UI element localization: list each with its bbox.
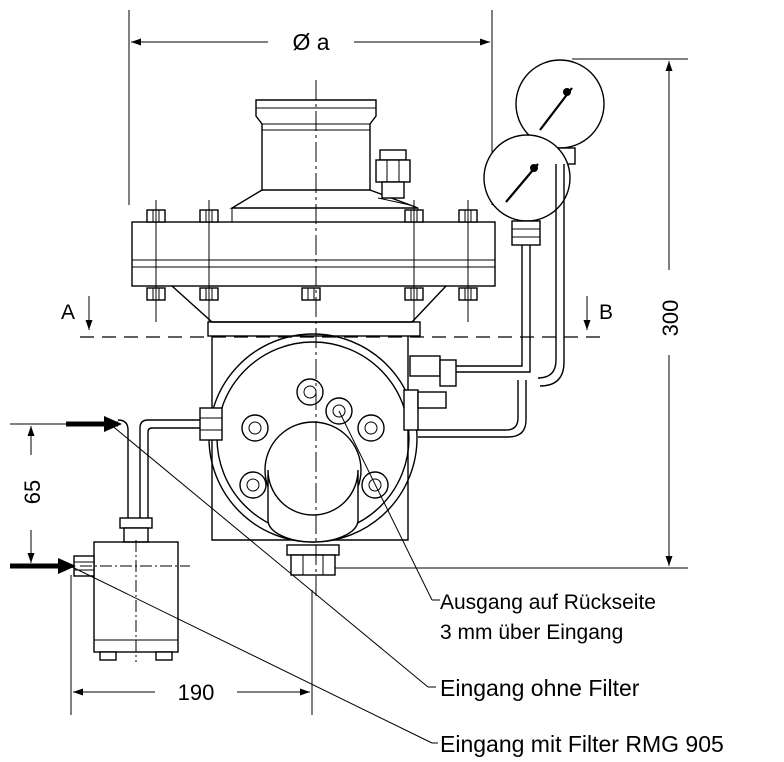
valve-body — [208, 333, 418, 576]
inlet-pipe — [66, 416, 200, 543]
diameter-label: Ø a — [292, 29, 329, 55]
impulse-pipes — [418, 164, 565, 438]
width-label: 190 — [178, 680, 215, 705]
inlet-offset-dimension: 65 — [10, 423, 118, 566]
side-fittings — [199, 355, 457, 441]
filter-rmg905 — [10, 540, 190, 662]
height-label: 300 — [658, 300, 683, 337]
callout-inlet-with-filter: Eingang mit Filter RMG 905 — [440, 731, 724, 757]
section-label-b: B — [599, 301, 613, 324]
callouts: Ausgang auf Rückseite 3 mm über Eingang … — [69, 410, 724, 757]
section-line: A B — [61, 296, 613, 338]
callout-outlet-line1: Ausgang auf Rückseite — [440, 591, 656, 614]
regulator — [131, 80, 496, 600]
upper-flange — [131, 208, 496, 337]
callout-outlet-line2: 3 mm über Eingang — [440, 621, 623, 644]
vent-fitting — [375, 149, 411, 206]
section-label-a: A — [61, 301, 75, 324]
body-bolts — [239, 378, 389, 499]
spring-housing — [229, 99, 419, 209]
gauge-lower — [483, 134, 571, 246]
inlet-offset-label: 65 — [20, 480, 45, 504]
callout-inlet-no-filter: Eingang ohne Filter — [440, 675, 640, 701]
flange-bolts — [146, 200, 478, 322]
width-dimension: 190 — [70, 575, 313, 715]
diameter-dimension: Ø a — [128, 10, 493, 205]
gauge-upper — [515, 59, 605, 165]
height-dimension: 300 — [310, 58, 688, 569]
